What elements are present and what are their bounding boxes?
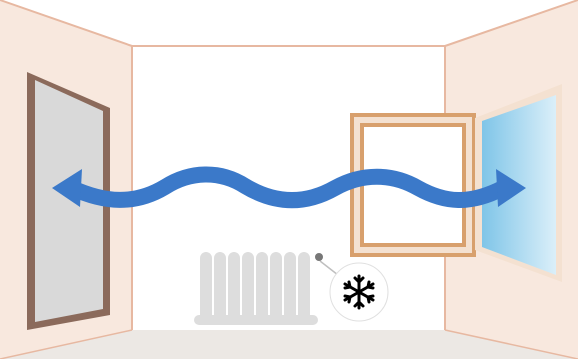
radiator-fin (200, 252, 212, 322)
radiator-fin (214, 252, 226, 322)
radiator-valve-icon (315, 253, 323, 261)
radiator-fin (256, 252, 268, 322)
radiator-fin (284, 252, 296, 322)
radiator-fin (270, 252, 282, 322)
radiator-fin (228, 252, 240, 322)
radiator-base (194, 315, 318, 325)
radiator-fin (298, 252, 310, 322)
radiator-fin (242, 252, 254, 322)
